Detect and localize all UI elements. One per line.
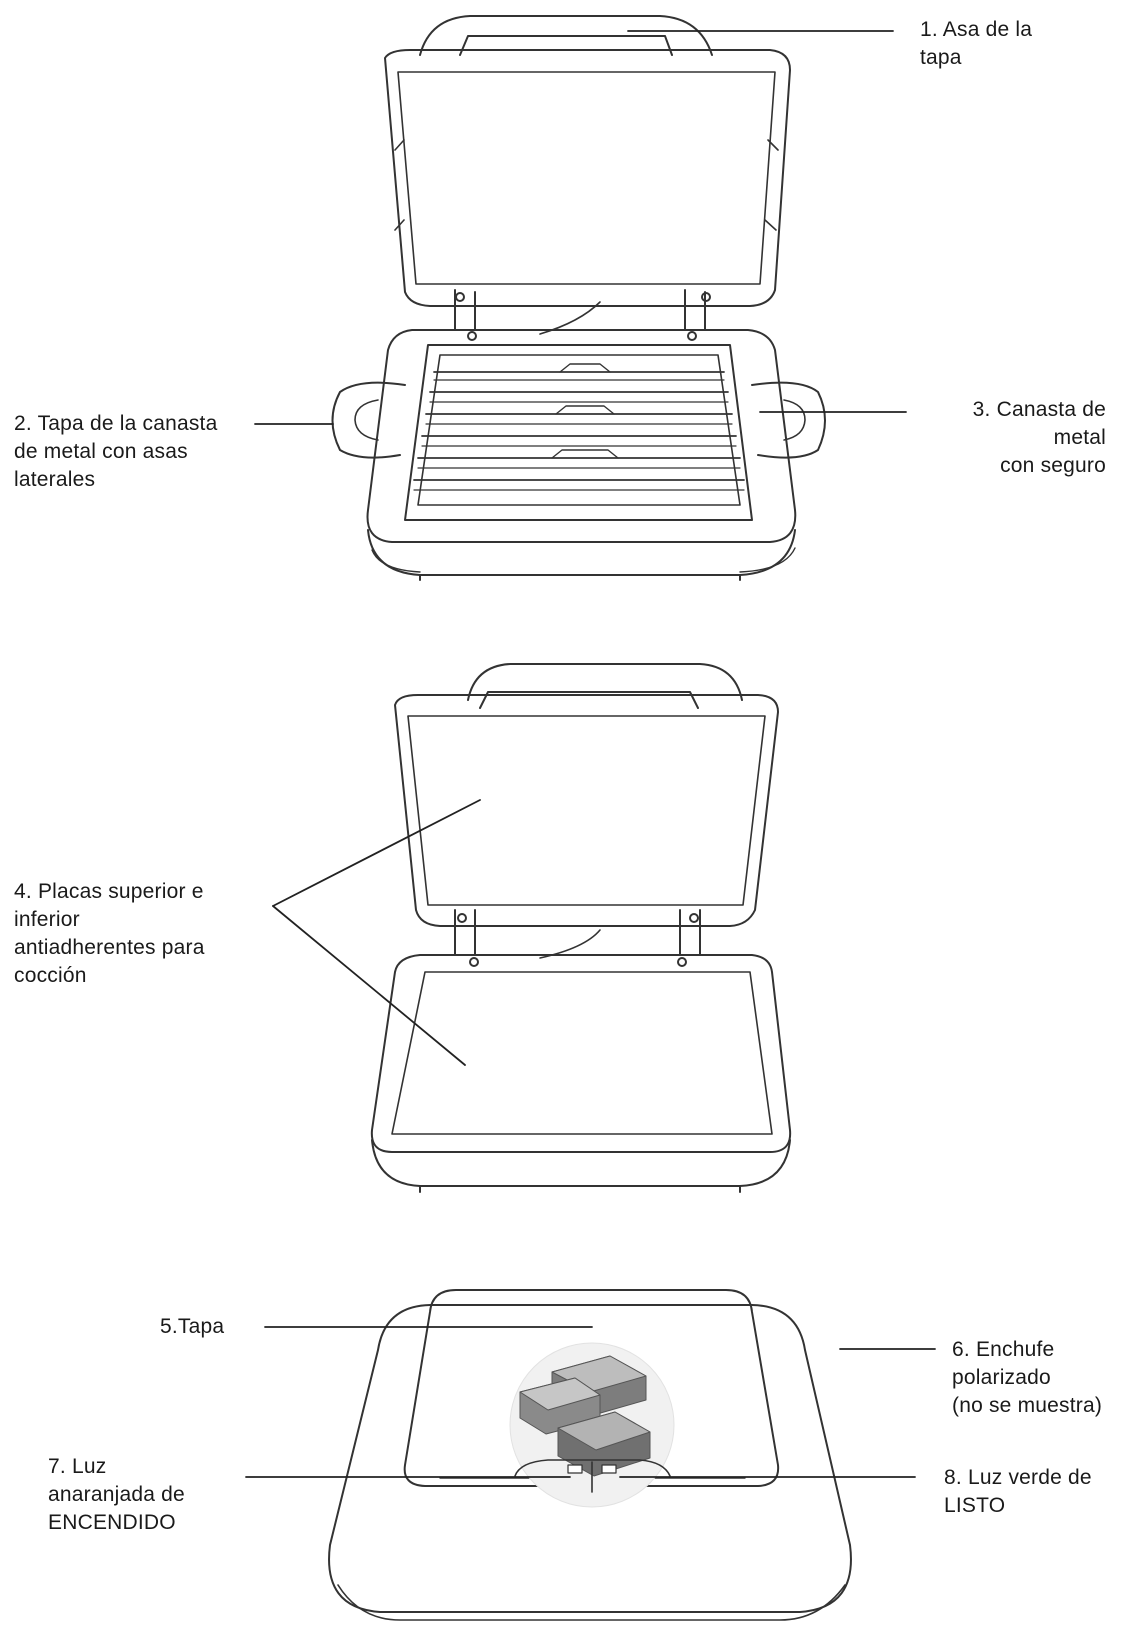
basket-side-handle-right — [751, 381, 826, 459]
label-cover: 5.Tapa — [160, 1315, 225, 1338]
basket-side-handle-left — [331, 381, 406, 459]
lower-plate-base — [370, 954, 792, 1153]
figure-open-grill — [370, 663, 792, 1193]
indicator-panel — [514, 1459, 671, 1477]
leader-lines — [245, 30, 936, 1478]
figure-closed-grill — [328, 1289, 852, 1621]
outer-cover — [328, 1304, 852, 1613]
ready-light-green — [601, 1464, 617, 1474]
label-ready-light: 8. Luz verde de LISTO — [944, 1466, 1092, 1517]
upper-plate-lid — [394, 694, 779, 927]
label-basket-lid: 2. Tapa de la canasta de metal con asas … — [14, 412, 218, 491]
lid-handle — [419, 15, 713, 56]
hinges — [454, 289, 711, 341]
label-power-light: 7. Luz anaranjada de ENCENDIDO — [48, 1455, 185, 1534]
label-nonstick-plates: 4. Placas superior e inferior antiadhere… — [14, 880, 205, 987]
upper-lid — [384, 49, 791, 307]
label-metal-basket: 3. Canasta de metal con seguro — [972, 398, 1106, 477]
metal-basket — [331, 344, 826, 521]
sandwich-image — [509, 1342, 675, 1508]
label-lid-handle: 1. Asa de la tapa — [920, 18, 1033, 69]
lid-panel — [403, 1289, 780, 1487]
leader-4b — [272, 905, 466, 1066]
power-light-orange — [567, 1464, 583, 1474]
base-pan — [366, 329, 797, 543]
label-polarized-plug: 6. Enchufe polarizado (no se muestra) — [952, 1338, 1103, 1417]
lid-handle-2 — [467, 663, 743, 701]
leader-4a — [272, 799, 481, 907]
hinges-2 — [454, 909, 701, 956]
figure-grill-with-basket — [331, 15, 826, 581]
